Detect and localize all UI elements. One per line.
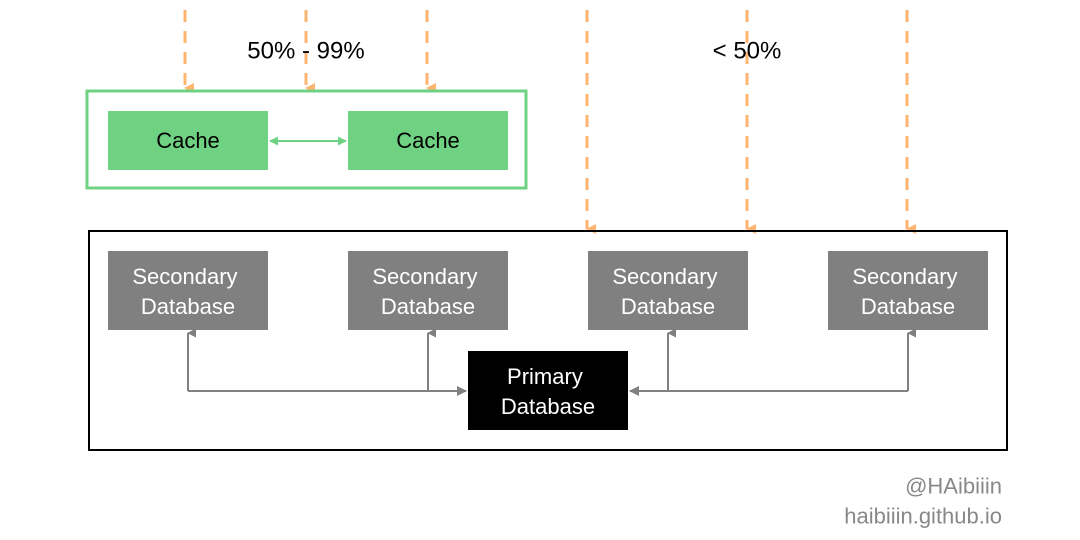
primary-database-box	[468, 351, 628, 430]
secondary-database: Secondary Database	[348, 251, 508, 330]
secondary-database-label: Secondary Database	[372, 264, 483, 319]
secondary-database-box	[588, 251, 748, 330]
db-request-arrows	[585, 10, 916, 234]
cache-node-label: Cache	[156, 128, 220, 153]
secondary-database-box	[348, 251, 508, 330]
database-cluster: Secondary Database Secondary Database Se…	[88, 230, 1008, 451]
database-cluster-border	[88, 230, 1008, 451]
cache-node: Cache	[108, 111, 268, 170]
secondary-database-box	[108, 251, 268, 330]
cache-cluster: Cache Cache	[85, 89, 528, 190]
db-hit-ratio-label: < 50%	[713, 38, 782, 65]
secondary-database-label: Secondary Database	[852, 264, 963, 319]
cache-node: Cache	[348, 111, 508, 170]
cache-node-box	[348, 111, 508, 170]
cache-hit-ratio-label: 50% - 99%	[247, 38, 364, 65]
credit-handle: @HAibiiin	[905, 474, 1002, 499]
cache-node-label: Cache	[396, 128, 460, 153]
primary-database: Primary Database	[468, 351, 628, 430]
secondary-database-label: Secondary Database	[132, 264, 243, 319]
cache-cluster-border	[85, 89, 528, 190]
credit-site: haibiiin.github.io	[844, 504, 1002, 529]
cache-node-box	[108, 111, 268, 170]
secondary-database-label: Secondary Database	[612, 264, 723, 319]
replication-links	[187, 328, 917, 396]
secondary-database: Secondary Database	[108, 251, 268, 330]
secondary-database: Secondary Database	[588, 251, 748, 330]
cache-request-arrows	[183, 10, 436, 93]
primary-database-label: Primary Database	[501, 364, 595, 419]
secondary-database: Secondary Database	[828, 251, 988, 330]
secondary-database-box	[828, 251, 988, 330]
